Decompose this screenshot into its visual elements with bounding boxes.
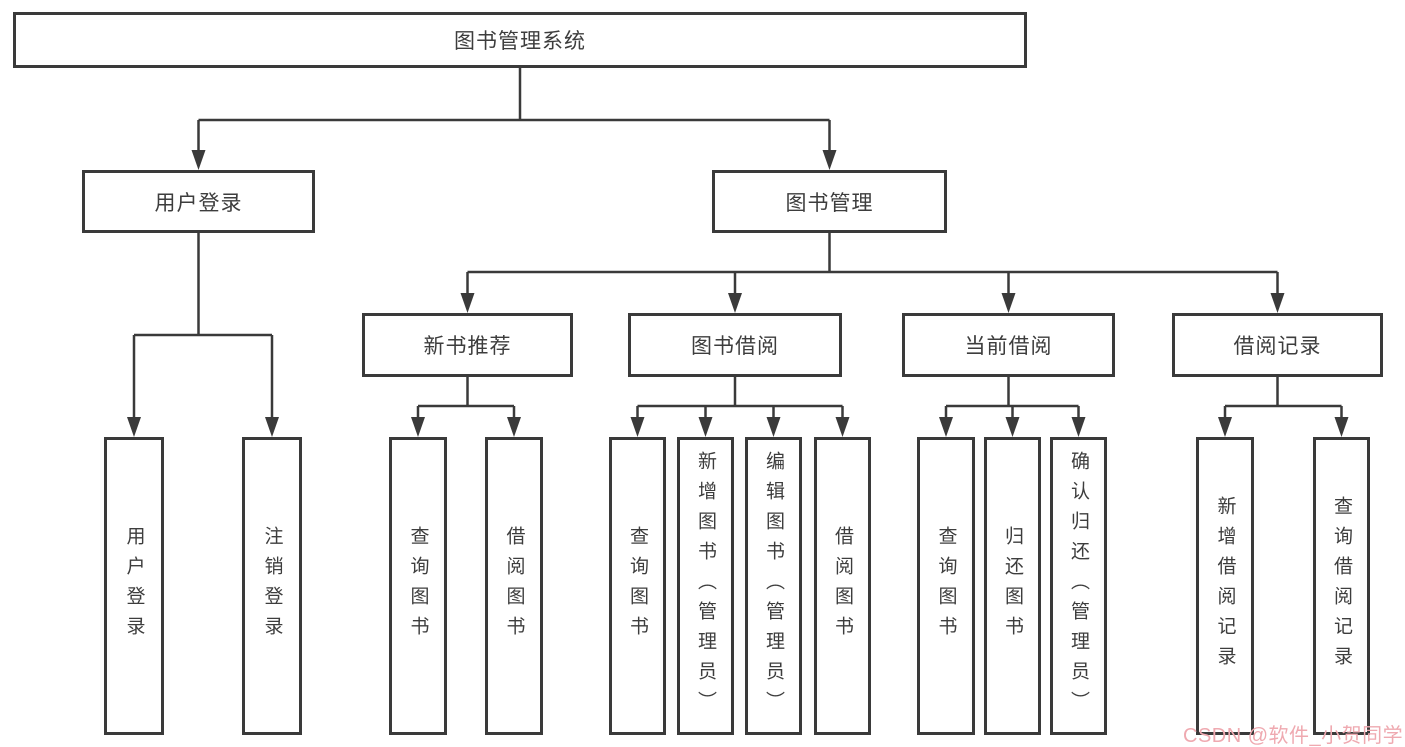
leaf-newrec-query-books-label: 查询图书 xyxy=(407,526,429,646)
arrowhead-icon xyxy=(1334,417,1349,437)
node-user-login-label: 用户登录 xyxy=(154,191,243,215)
node-current-borrowing: 当前借阅 xyxy=(902,313,1115,377)
arrowhead-icon xyxy=(630,417,645,437)
arrowhead-icon xyxy=(507,417,521,437)
leaf-user-login-label: 用户登录 xyxy=(123,526,145,646)
leaf-add-borrow-record-label: 新增借阅记录 xyxy=(1214,496,1236,676)
node-root-label: 图书管理系统 xyxy=(454,30,586,53)
leaf-add-book-admin-label: 新增图书（管理员） xyxy=(695,451,716,721)
arrowhead-icon xyxy=(728,293,742,313)
arrowhead-icon xyxy=(939,417,953,437)
leaf-confirm-return-admin: 确认归还（管理员） xyxy=(1050,437,1107,735)
leaf-newrec-borrow-books: 借阅图书 xyxy=(485,437,543,735)
arrowhead-icon xyxy=(1218,417,1232,437)
arrowhead-icon xyxy=(1005,417,1020,437)
node-user-login: 用户登录 xyxy=(82,170,315,233)
leaf-borrowing-borrow-books: 借阅图书 xyxy=(814,437,871,735)
arrowhead-icon xyxy=(127,417,141,437)
leaf-add-book-admin: 新增图书（管理员） xyxy=(677,437,734,735)
node-book-borrowing: 图书借阅 xyxy=(628,313,842,377)
node-root: 图书管理系统 xyxy=(13,12,1027,68)
leaf-logout-label: 注销登录 xyxy=(261,526,283,646)
node-borrowing-records-label: 借阅记录 xyxy=(1233,335,1322,358)
leaf-borrowing-query-books-label: 查询图书 xyxy=(627,526,648,646)
leaf-logout: 注销登录 xyxy=(242,437,302,735)
leaf-return-book-label: 归还图书 xyxy=(1002,526,1023,646)
leaf-borrowing-query-books: 查询图书 xyxy=(609,437,666,735)
leaf-query-borrow-record-label: 查询借阅记录 xyxy=(1331,496,1352,676)
node-current-borrowing-label: 当前借阅 xyxy=(964,335,1053,358)
connector-path xyxy=(132,68,1343,433)
arrowhead-icon xyxy=(766,417,781,437)
leaf-query-borrow-record: 查询借阅记录 xyxy=(1313,437,1370,735)
leaf-borrowing-borrow-books-label: 借阅图书 xyxy=(832,526,853,646)
arrowhead-icon xyxy=(835,417,850,437)
node-new-book-recommend-label: 新书推荐 xyxy=(423,335,512,358)
leaf-current-query-books: 查询图书 xyxy=(917,437,975,735)
leaf-user-login: 用户登录 xyxy=(104,437,164,735)
arrowheads xyxy=(127,150,1349,437)
leaf-newrec-borrow-books-label: 借阅图书 xyxy=(503,526,525,646)
watermark: CSDN @软件_小贺同学 xyxy=(1183,725,1404,747)
arrowhead-icon xyxy=(191,150,206,170)
leaf-newrec-query-books: 查询图书 xyxy=(389,437,447,735)
leaf-current-query-books-label: 查询图书 xyxy=(935,526,957,646)
leaf-return-book: 归还图书 xyxy=(984,437,1041,735)
arrowhead-icon xyxy=(822,150,837,170)
arrowhead-icon xyxy=(265,417,279,437)
node-new-book-recommend: 新书推荐 xyxy=(362,313,573,377)
node-book-management-label: 图书管理 xyxy=(785,191,874,215)
leaf-add-borrow-record: 新增借阅记录 xyxy=(1196,437,1254,735)
arrowhead-icon xyxy=(1071,417,1086,437)
arrowhead-icon xyxy=(411,417,425,437)
node-book-borrowing-label: 图书借阅 xyxy=(691,335,779,358)
arrowhead-icon xyxy=(698,417,713,437)
arrowhead-icon xyxy=(1001,293,1016,313)
node-book-management: 图书管理 xyxy=(712,170,947,233)
arrowhead-icon xyxy=(460,293,475,313)
leaf-confirm-return-admin-label: 确认归还（管理员） xyxy=(1068,451,1089,721)
leaf-edit-book-admin: 编辑图书（管理员） xyxy=(745,437,802,735)
arrowhead-icon xyxy=(1270,293,1285,313)
node-borrowing-records: 借阅记录 xyxy=(1172,313,1383,377)
leaf-edit-book-admin-label: 编辑图书（管理员） xyxy=(763,451,784,721)
